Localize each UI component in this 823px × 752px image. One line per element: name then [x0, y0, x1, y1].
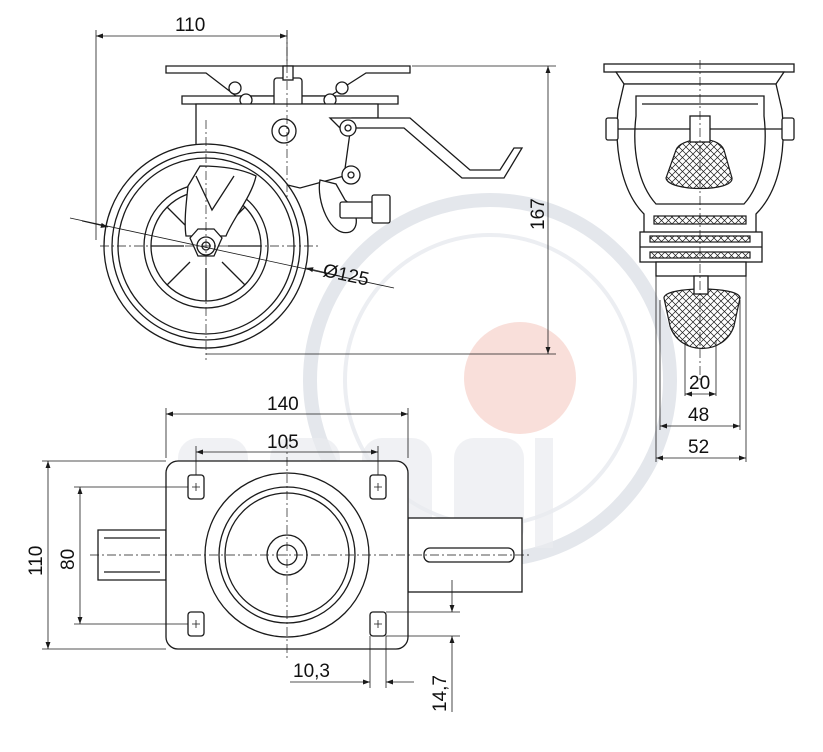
dim-fork-width: 52 — [688, 437, 709, 458]
side-view-dimensions — [95, 30, 556, 355]
dim-slot-width: 10,3 — [293, 661, 330, 682]
dim-hole-spacing-x: 105 — [267, 432, 299, 453]
dim-mount-offset: 110 — [175, 15, 205, 36]
dim-hole-spacing-y: 80 — [58, 549, 79, 570]
dim-tread-width: 20 — [689, 373, 710, 394]
dim-slot-length: 14,7 — [430, 675, 451, 712]
dim-plate-width: 140 — [267, 394, 299, 415]
dim-hub-width: 48 — [688, 405, 709, 426]
dim-total-height: 167 — [528, 198, 549, 230]
top-view-dimensions — [42, 408, 460, 712]
top-view — [90, 440, 530, 660]
front-view — [603, 60, 795, 462]
side-view — [69, 30, 524, 360]
dim-plate-depth: 110 — [26, 546, 47, 576]
